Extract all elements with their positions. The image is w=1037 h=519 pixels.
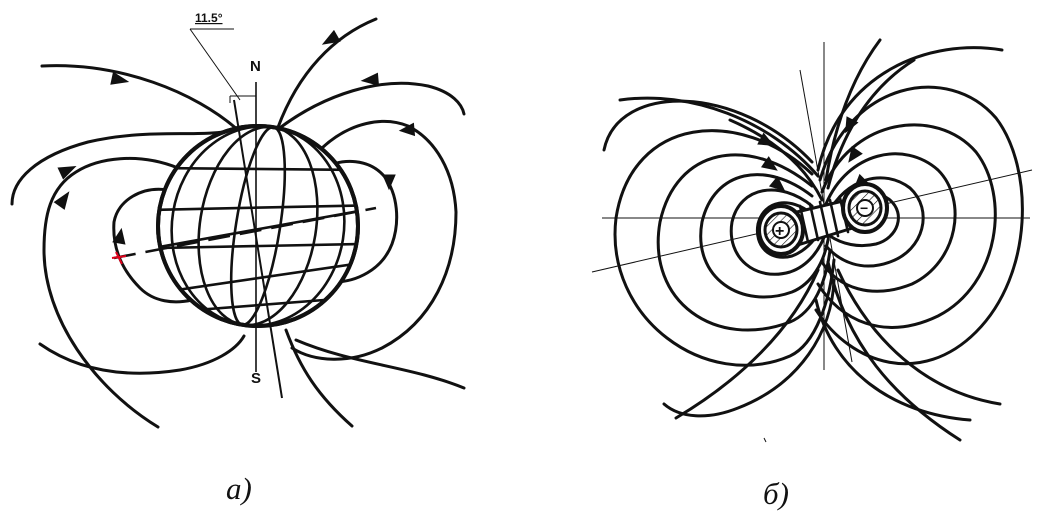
diagram-a-earth-field: 11.5° [10,11,466,506]
tilt-angle-label: 11.5° [195,11,223,25]
north-label: N [250,58,261,75]
caption-a: а) [226,471,252,506]
minus-symbol: − [860,200,868,216]
south-label: S [251,370,261,387]
tilt-angle-annotation: 11.5° [189,11,256,103]
right-lobes [814,46,1024,422]
negative-terminal: − [841,182,889,234]
right-field-lines [275,17,466,428]
magnetic-axis [113,206,377,260]
caption-b: б) [763,476,789,511]
plus-symbol: + [775,223,784,240]
stray-mark [763,437,767,443]
diagram-b-coil-field: + − б) [591,38,1033,511]
left-lobes [602,99,836,418]
globe [156,124,360,328]
upper-field-lines [618,38,916,202]
field-arrowheads-a [53,29,416,245]
lower-field-lines [674,260,1002,442]
positive-terminal: + [757,204,805,256]
field-arrowheads-b [757,116,870,192]
red-marker [111,251,127,265]
tilted-axis [233,99,283,399]
